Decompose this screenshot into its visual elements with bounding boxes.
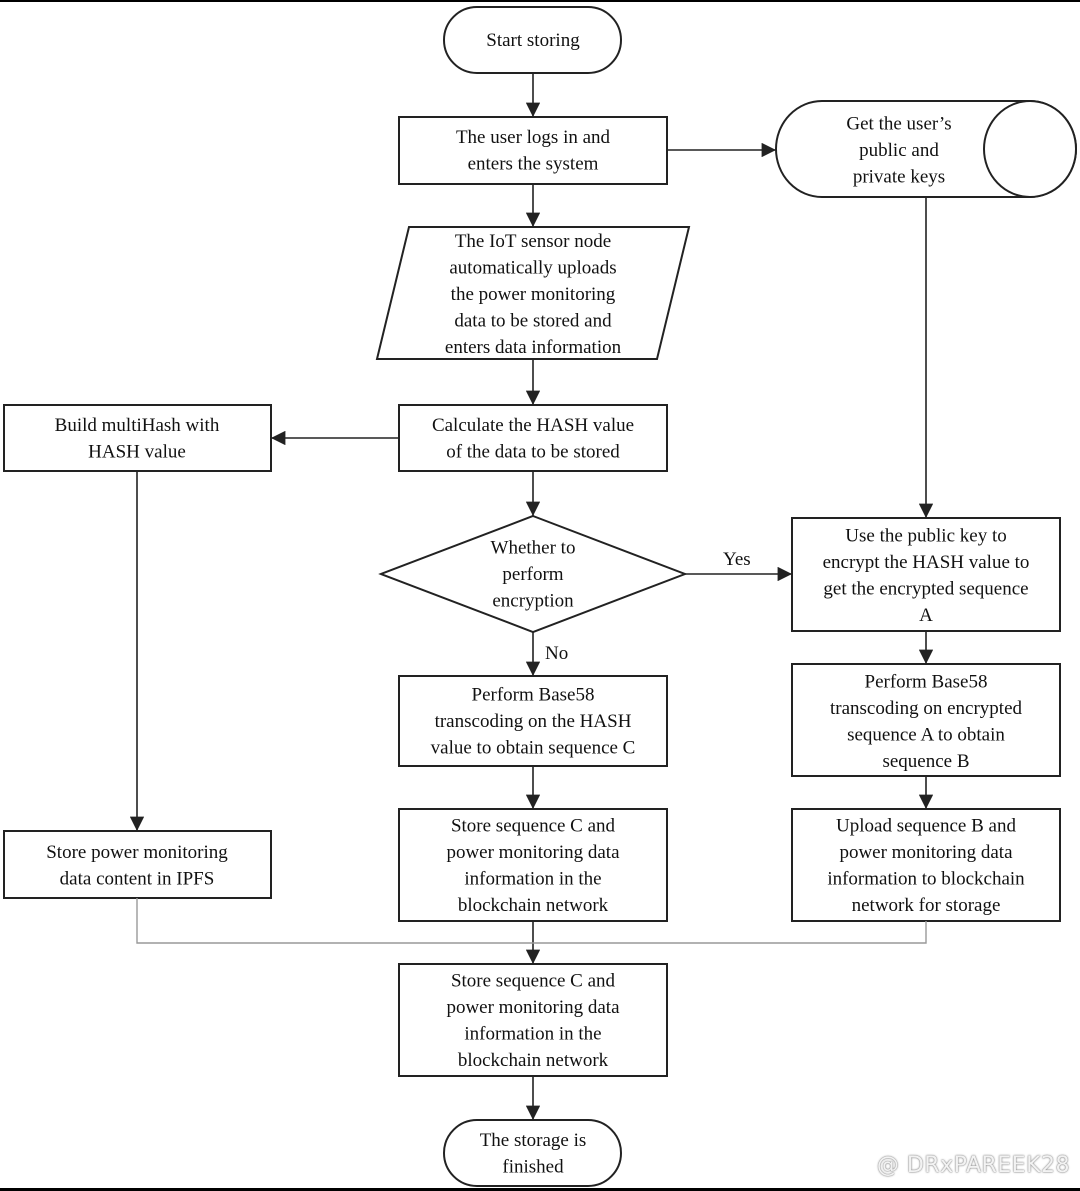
end-line-2: finished [502,1156,564,1177]
encrypt-line-3: get the encrypted sequence [823,578,1028,599]
base58b-process [791,663,1061,777]
merge-line-left [136,898,533,944]
hash-process [398,404,668,472]
watermark: @ DRxPAREEK28 [876,1153,1070,1178]
keys-line-2: public and [859,140,939,161]
upload-line-4: data to be stored and [454,311,612,332]
decision-line-3: encryption [492,591,574,612]
login-line-2: enters the system [468,153,599,174]
decision-label: Whether to perform encryption [491,538,576,612]
end-label: The storage is finished [480,1130,587,1178]
uploadb-line-1: Upload sequence B and [836,815,1016,836]
base58b-label: Perform Base58 transcoding on encrypted se… [830,671,1023,772]
upload-line-2: automatically uploads [449,258,616,279]
multihash-line-2: HASH value [88,441,186,462]
keys-label: Get the user’s public and private keys [846,114,951,188]
ipfs-process [3,830,272,899]
encrypt-process [791,517,1061,632]
storefinal-line-1: Store sequence C and [451,970,616,991]
base58c-process [398,675,668,767]
storefinal-line-3: information in the [464,1023,601,1044]
encrypt-line-2: encrypt the HASH value to [823,552,1030,573]
login-process [398,116,668,185]
edge-label-yes: Yes [723,549,751,570]
base58b-line-1: Perform Base58 [865,671,988,692]
encrypt-line-4: A [919,605,933,626]
login-label: The user logs in and enters the system [456,127,611,175]
ipfs-label: Store power monitoring data content in IP… [46,842,228,890]
end-line-1: The storage is [480,1130,587,1151]
hash-line-1: Calculate the HASH value [432,415,634,436]
base58c-label: Perform Base58 transcoding on the HASH val… [431,685,636,759]
start-label: Start storing [486,30,580,51]
keys-line-1: Get the user’s [846,114,951,135]
keys-line-3: private keys [853,167,945,188]
decision-line-2: perform [502,564,563,585]
merge-line-right [533,921,927,944]
upload-label: The IoT sensor node automatically uploads… [445,231,622,358]
ipfs-line-2: data content in IPFS [60,868,215,889]
start-line-1: Start storing [486,30,580,51]
store-final-label: Store sequence C and power monitoring dat… [446,970,620,1071]
uploadb-line-2: power monitoring data [839,842,1013,863]
base58b-line-2: transcoding on encrypted [830,698,1023,719]
encrypt-line-1: Use the public key to [845,525,1006,546]
edge-label-no: No [545,643,568,664]
upload-b-process [791,808,1061,922]
multihash-line-1: Build multiHash with [55,415,220,436]
base58c-line-3: value to obtain sequence C [431,738,636,759]
keys-storage [775,100,1077,198]
store-c-process [398,808,668,922]
store-final-process [398,963,668,1077]
base58b-line-3: sequence A to obtain [847,724,1005,745]
base58b-line-4: sequence B [882,751,969,772]
login-line-1: The user logs in and [456,127,611,148]
upload-line-3: the power monitoring [451,284,616,305]
store-c-label: Store sequence C and power monitoring dat… [446,815,620,916]
base58c-line-1: Perform Base58 [472,685,595,706]
hash-label: Calculate the HASH value of the data to b… [432,415,634,463]
storefinal-line-4: blockchain network [458,1050,609,1071]
storec-line-2: power monitoring data [446,842,620,863]
upload-data-input [375,226,691,360]
upload-line-5: enters data information [445,337,622,358]
uploadb-line-3: information to blockchain [827,868,1025,889]
base58c-line-2: transcoding on the HASH [435,711,632,732]
hash-line-2: of the data to be stored [446,441,620,462]
storec-line-1: Store sequence C and [451,815,616,836]
storec-line-4: blockchain network [458,895,609,916]
storec-line-3: information in the [464,868,601,889]
ipfs-line-1: Store power monitoring [46,842,228,863]
storefinal-line-2: power monitoring data [446,997,620,1018]
upload-b-label: Upload sequence B and power monitoring da… [827,815,1025,916]
multihash-process [3,404,272,472]
uploadb-line-4: network for storage [852,895,1001,916]
encrypt-label: Use the public key to encrypt the HASH va… [823,525,1030,626]
upload-line-1: The IoT sensor node [455,231,611,252]
decision-line-1: Whether to [491,538,576,559]
